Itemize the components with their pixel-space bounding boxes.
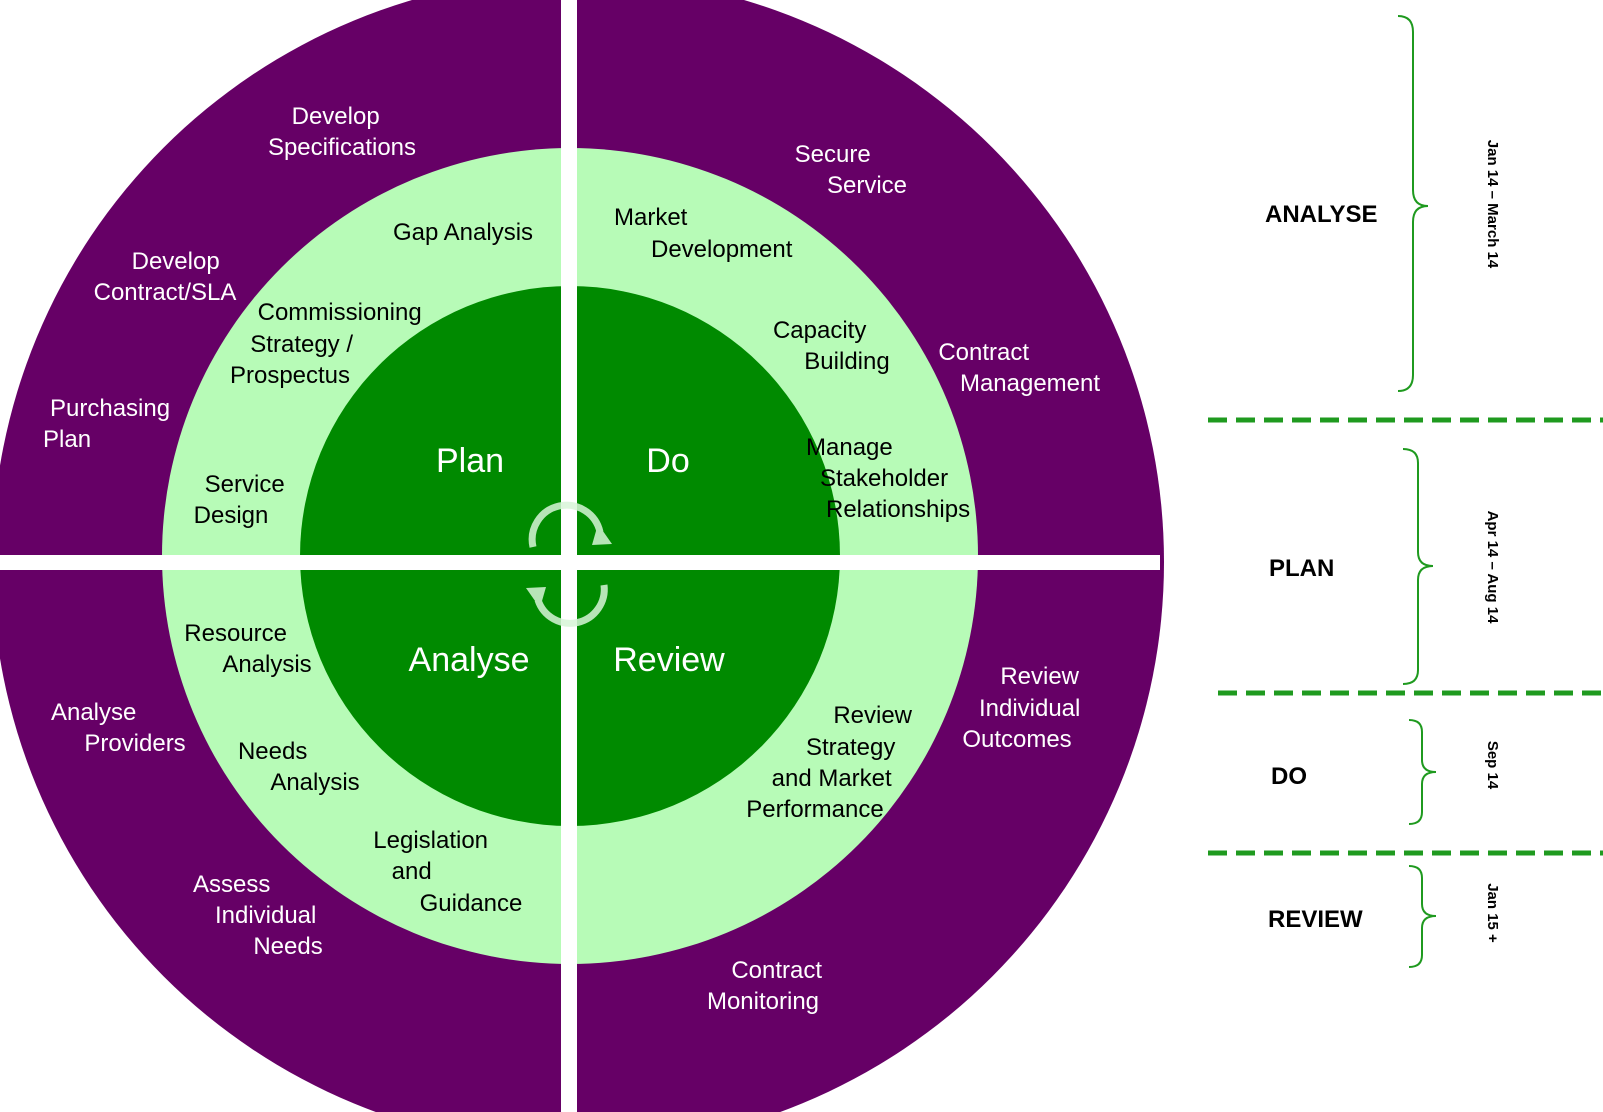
item-needs-analysis: Needs Analysis [238, 738, 360, 796]
horizontal-divider [0, 555, 1160, 570]
item-develop-contract-sla: Develop Contract/SLA [94, 248, 237, 306]
item-develop-specifications: Develop Specifications [268, 103, 416, 161]
item-review-strategy-market-performance: Review Strategy and Market Performance [746, 702, 918, 823]
item-legislation-guidance: Legislation and Guidance [373, 827, 522, 917]
timeline-phase-do: DO [1271, 763, 1307, 790]
core-label-review: Review [613, 641, 725, 679]
brace-plan [1402, 448, 1434, 685]
brace-analyse [1397, 15, 1429, 392]
item-commissioning-strategy: Commissioning Strategy / Prospectus [230, 299, 428, 389]
item-manage-stakeholder-relationships: Manage Stakeholder Relationships [806, 434, 970, 523]
core-label-analyse: Analyse [409, 641, 530, 679]
item-resource-analysis: Resource Analysis [184, 620, 311, 678]
item-contract-management: Contract Management [938, 339, 1100, 397]
core-label-plan: Plan [436, 442, 504, 480]
item-secure-service: Secure Service [795, 141, 907, 199]
timeline-phase-review: REVIEW [1268, 906, 1363, 933]
timeline-dates-plan: Apr 14 – Aug 14 [1484, 511, 1501, 624]
core-label-do: Do [646, 442, 689, 480]
item-gap-analysis: Gap Analysis [393, 219, 533, 246]
timeline-dates-analyse: Jan 14 – March 14 [1484, 140, 1501, 269]
timeline-phase-analyse: ANALYSE [1265, 201, 1377, 228]
item-market-development: Market Development [614, 204, 793, 263]
cycle-arrows-icon [526, 501, 612, 627]
item-service-design: Service Design [194, 471, 292, 529]
item-assess-individual-needs: Assess Individual Needs [193, 871, 323, 960]
timeline-dates-do: Sep 14 [1484, 741, 1501, 790]
brace-review [1408, 865, 1437, 968]
item-capacity-building: Capacity Building [773, 317, 890, 375]
item-analyse-providers: Analyse Providers [51, 699, 186, 757]
item-review-individual-outcomes: Review Individual Outcomes [962, 663, 1087, 753]
item-contract-monitoring: Contract Monitoring [707, 957, 829, 1015]
brace-do [1408, 719, 1437, 825]
item-purchasing-plan: Purchasing Plan [43, 395, 177, 453]
timeline-dates-review: Jan 15 + [1484, 883, 1501, 943]
timeline-phase-plan: PLAN [1269, 555, 1334, 582]
